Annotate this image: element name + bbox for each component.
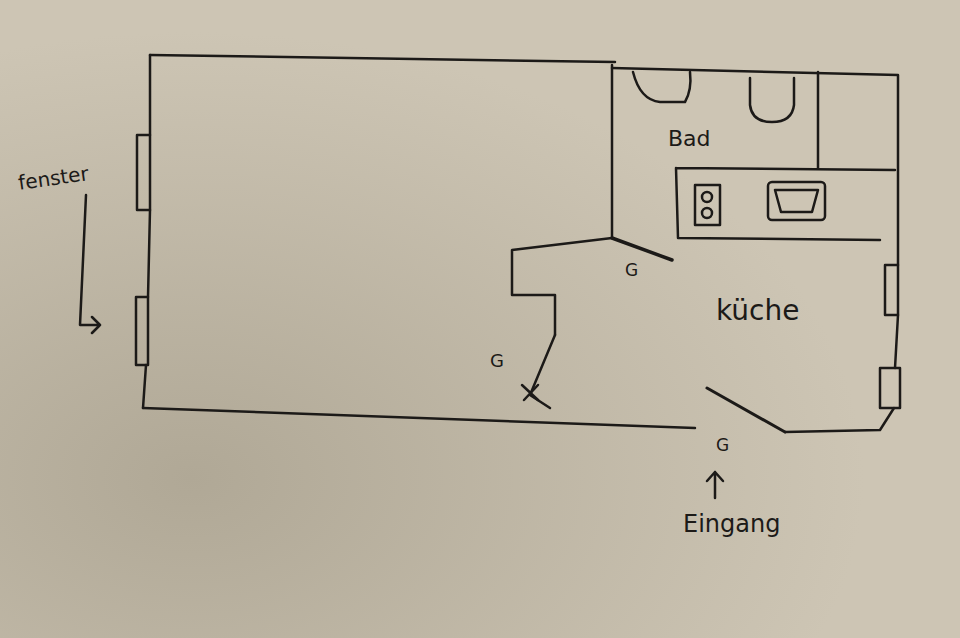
sink-symbol [633, 72, 690, 102]
door [612, 238, 672, 260]
window [137, 135, 150, 210]
door-label: G [490, 352, 504, 370]
stove-symbol [702, 192, 712, 202]
arrow [80, 195, 100, 333]
wall [143, 408, 695, 428]
wall [512, 238, 612, 335]
stove-symbol [702, 208, 712, 218]
door-mark [522, 385, 538, 400]
room-label: küche [716, 297, 799, 325]
door [707, 388, 785, 432]
window [880, 368, 900, 408]
shower-wall [817, 72, 820, 168]
toilet-symbol [750, 78, 794, 122]
counter [676, 168, 895, 240]
sink-symbol [775, 190, 818, 212]
stove-symbol [695, 185, 720, 225]
window [136, 297, 148, 365]
arrow [707, 472, 723, 498]
wall [150, 55, 615, 62]
room-label: Bad [668, 128, 711, 150]
door-label: G [625, 262, 638, 279]
door-label: G [716, 437, 729, 454]
wall [612, 68, 898, 432]
window [885, 265, 898, 315]
wall [611, 65, 614, 238]
sink-symbol [768, 182, 825, 220]
entrance-label: Eingang [683, 512, 780, 536]
